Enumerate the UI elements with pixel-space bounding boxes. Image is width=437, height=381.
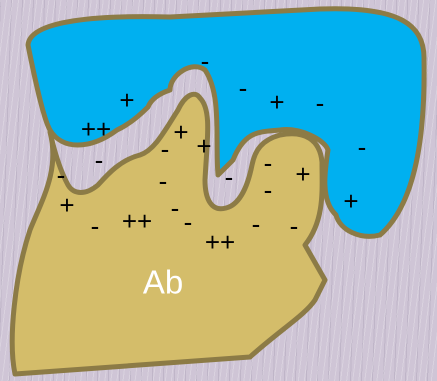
antigen-shape <box>25 6 427 239</box>
charge-mark: - <box>239 73 248 103</box>
charge-mark: + <box>343 186 358 216</box>
charge-mark: - <box>225 162 234 192</box>
antibody-shape <box>9 91 328 377</box>
charge-mark: - <box>358 132 367 162</box>
charge-mark: - <box>184 207 193 237</box>
charge-mark: + <box>196 131 211 161</box>
charge-mark: - <box>201 46 210 76</box>
antibody-label: Ab <box>143 264 183 301</box>
surface-charges: - + - + - ++ + - + - - - - + - - + - - +… <box>57 46 367 257</box>
charge-mark: - <box>264 148 273 178</box>
charge-mark: - <box>316 88 325 118</box>
charge-mark: + <box>295 159 310 189</box>
charge-mark: ++ <box>205 227 235 257</box>
charge-mark: - <box>159 166 168 196</box>
charge-mark: + <box>269 87 284 117</box>
charge-mark: + <box>173 117 188 147</box>
charge-mark: - <box>161 134 170 164</box>
charge-mark: - <box>290 211 299 241</box>
charge-mark: - <box>91 211 100 241</box>
charge-mark: ++ <box>122 206 152 236</box>
charge-mark: - <box>264 175 273 205</box>
charge-mark: + <box>59 190 74 220</box>
charge-mark: - <box>95 145 104 175</box>
charge-mark: - <box>171 193 180 223</box>
charge-mark: - <box>252 209 261 239</box>
charge-mark: - <box>57 160 66 190</box>
charge-mark: + <box>119 85 134 115</box>
charge-mark: ++ <box>81 114 111 144</box>
